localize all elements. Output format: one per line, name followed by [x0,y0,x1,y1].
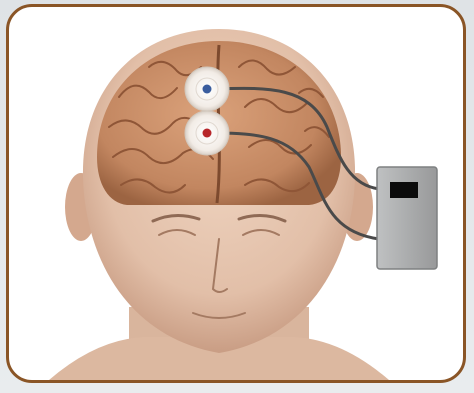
cathode-electrode [185,111,229,155]
tdcs-illustration [9,7,463,380]
anode-electrode [185,67,229,111]
device-screen [390,182,418,198]
electrode-icon [203,85,212,94]
image-frame [6,4,466,383]
stimulator-device-icon [377,167,437,269]
electrode-icon [203,129,212,138]
